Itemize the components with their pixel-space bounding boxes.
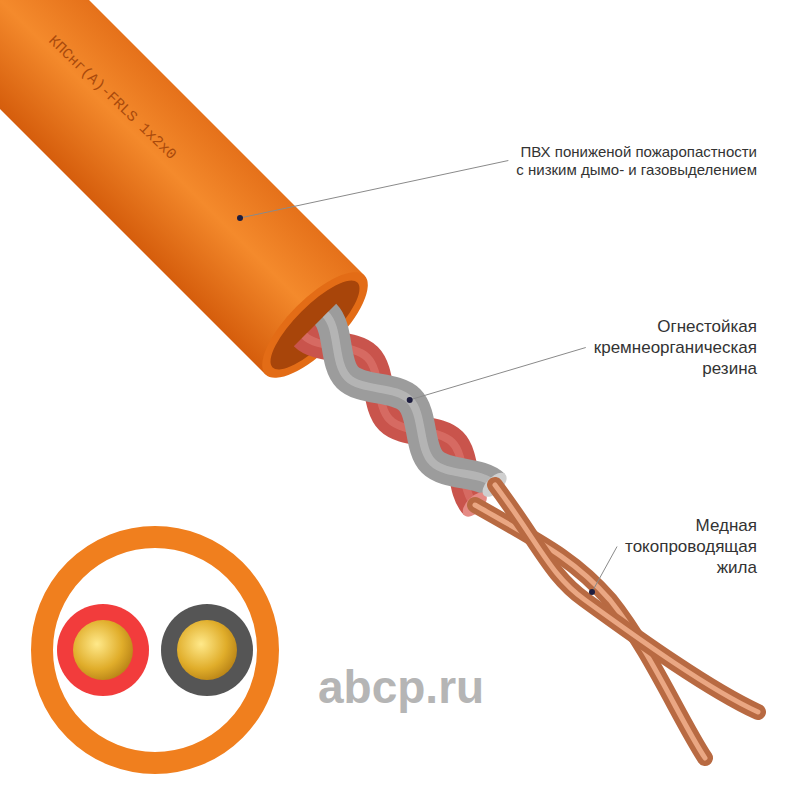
leader-dot — [237, 215, 243, 221]
leader-line — [240, 161, 508, 219]
cable-marking: КПСнг(А)-FRLS 1х2х0 — [44, 33, 180, 165]
section-grey-insulation — [161, 604, 253, 696]
copper-conductor — [495, 485, 758, 712]
grey-insulation — [326, 314, 495, 484]
leader-dot — [589, 589, 595, 595]
callout-text: Медная токопроводящая жила — [602, 515, 757, 578]
copper-highlight — [495, 485, 758, 712]
section-red-insulation — [57, 604, 149, 696]
leader-line — [410, 348, 586, 400]
section-jacket — [42, 537, 268, 763]
leader-dot — [407, 397, 413, 403]
section-conductor — [177, 620, 237, 680]
leader-line — [592, 547, 617, 593]
section-conductor — [73, 620, 133, 680]
watermark: abcp.ru — [318, 660, 484, 715]
callout-text: ПВХ пониженой пожаропастности с низким д… — [467, 143, 757, 179]
grey-insulation-highlight — [326, 314, 495, 484]
callout-text: Огнестойкая кремнеорганическая резина — [567, 316, 757, 379]
